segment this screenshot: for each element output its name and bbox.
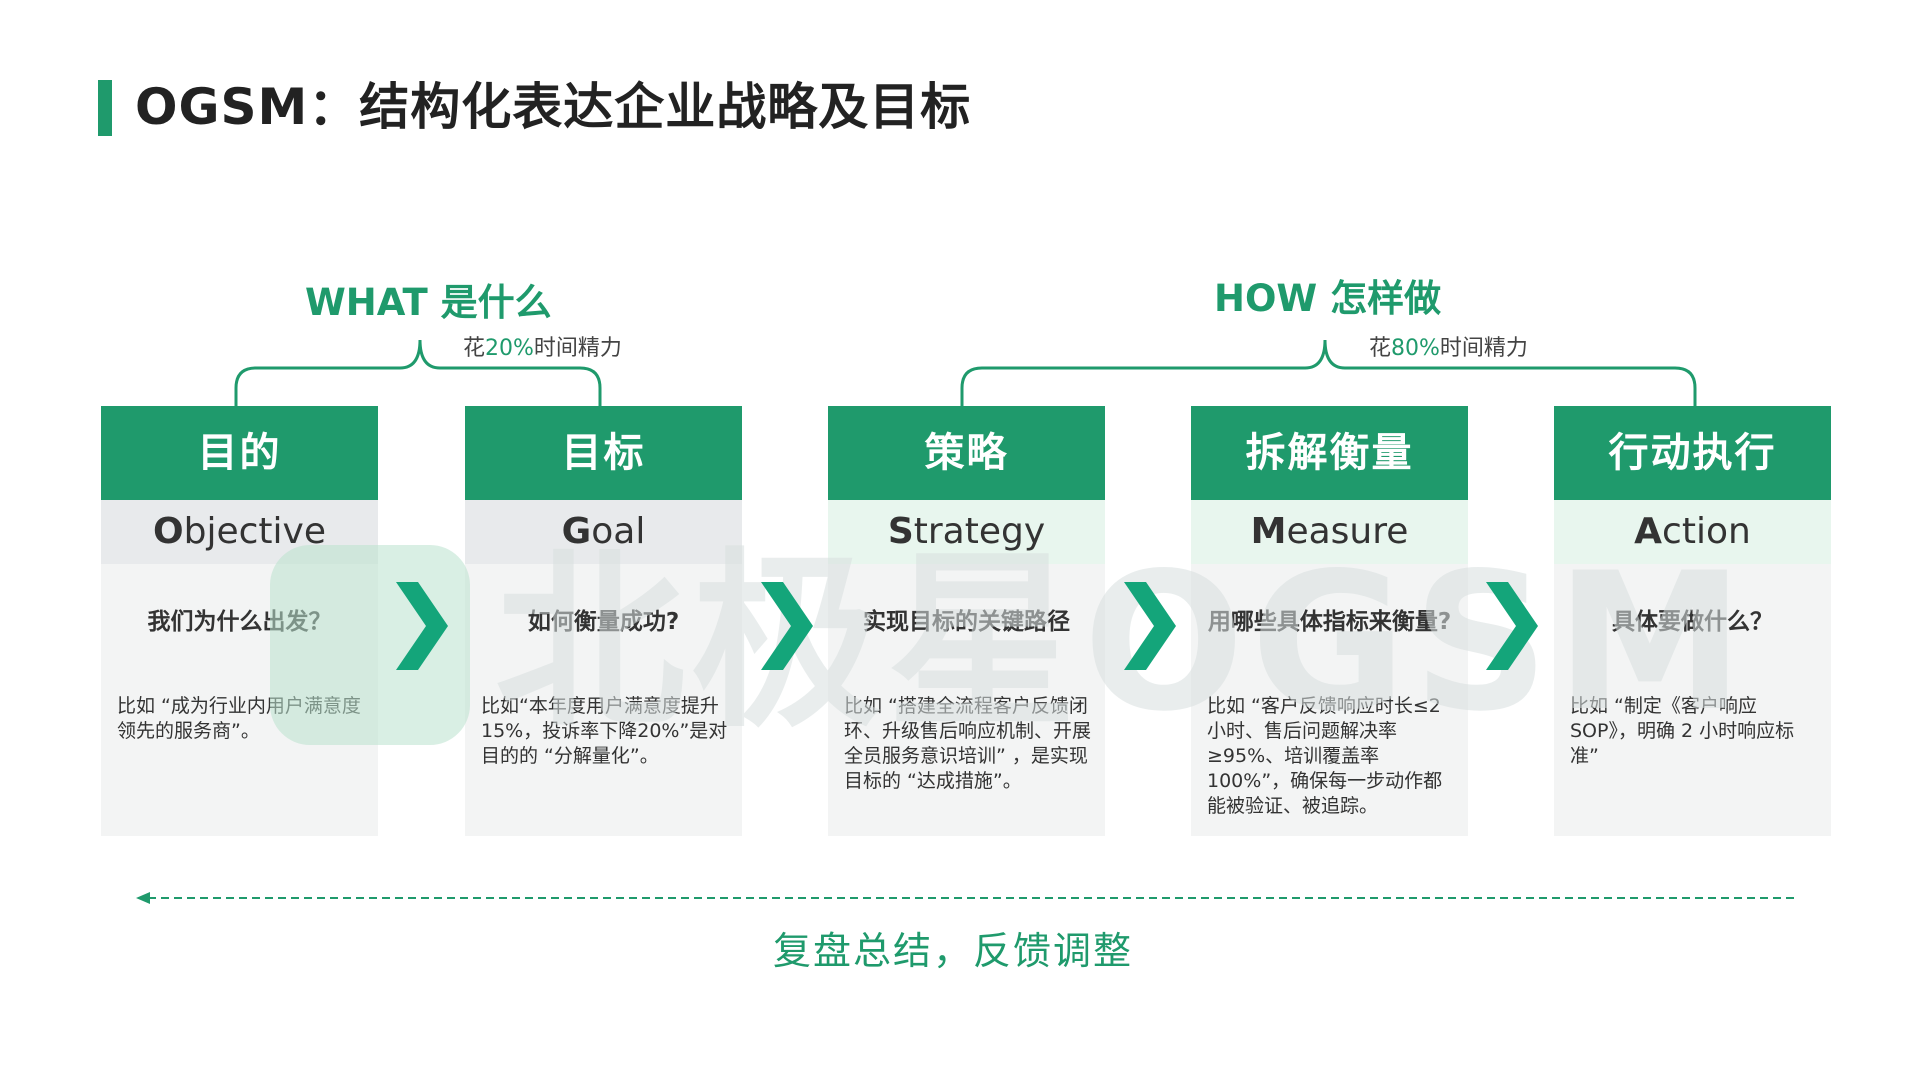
term-initial: O	[153, 511, 184, 552]
feedback-text: 复盘总结，反馈调整	[772, 929, 1133, 973]
card-body: 用哪些具体指标来衡量? 比如 “客户反馈响应时长≤2小时、售后问题解决率≥95%…	[1191, 564, 1468, 836]
term-initial: G	[561, 511, 592, 552]
card-title: 目标	[465, 406, 742, 500]
what-group-label: WHAT 是什么	[305, 281, 552, 324]
term-rest: ction	[1662, 511, 1751, 552]
chevron-right-icon	[1486, 582, 1538, 670]
card-example: 比如 “制定《客户响应SOP》，明确 2 小时响应标准”	[1570, 695, 1795, 767]
card-english-term: Action	[1554, 500, 1831, 564]
card-title: 策略	[828, 406, 1105, 500]
card-question: 用哪些具体指标来衡量?	[1207, 609, 1452, 635]
card-example: 比如 “搭建全流程客户反馈闭环、升级售后响应机制、开展全员服务意识培训” ，是实…	[844, 695, 1092, 792]
card-action: 行动执行 Action 具体要做什么？ 比如 “制定《客户响应SOP》，明确 2…	[1554, 406, 1831, 836]
card-title: 目的	[101, 406, 378, 500]
card-question: 如何衡量成功?	[527, 609, 680, 635]
card-english-term: Measure	[1191, 500, 1468, 564]
chevron-right-icon	[761, 582, 813, 670]
what-bracket	[234, 339, 602, 406]
card-body: 具体要做什么？ 比如 “制定《客户响应SOP》，明确 2 小时响应标准”	[1554, 564, 1831, 836]
card-body: 如何衡量成功? 比如“本年度用户满意度提升15%，投诉率下降20%”是对目的的 …	[465, 564, 742, 836]
how-time-prefix: 花	[1369, 336, 1392, 361]
chevron-right-icon	[396, 582, 448, 670]
card-title: 行动执行	[1554, 406, 1831, 500]
card-title: 拆解衡量	[1191, 406, 1468, 500]
card-strategy: 策略 Strategy 实现目标的关键路径 比如 “搭建全流程客户反馈闭环、升级…	[828, 406, 1105, 836]
card-question: 具体要做什么？	[1612, 609, 1773, 635]
how-bracket	[960, 339, 1697, 406]
term-rest: easure	[1286, 511, 1409, 552]
page-title: OGSM：结构化表达企业战略及目标	[135, 78, 972, 136]
card-example: 比如“本年度用户满意度提升15%，投诉率下降20%”是对目的的 “分解量化”。	[481, 695, 728, 767]
card-english-term: Goal	[465, 500, 742, 564]
term-initial: M	[1250, 511, 1287, 552]
term-rest: trategy	[913, 511, 1046, 552]
title-accent-bar	[98, 80, 112, 136]
how-group-label: HOW 怎样做	[1214, 277, 1442, 320]
what-time-pct: 20%	[485, 336, 534, 361]
what-time-suffix: 时间精力	[533, 336, 622, 361]
how-time-pct: 80%	[1391, 336, 1440, 361]
card-question: 实现目标的关键路径	[863, 609, 1070, 635]
card-body: 实现目标的关键路径 比如 “搭建全流程客户反馈闭环、升级售后响应机制、开展全员服…	[828, 564, 1105, 836]
term-rest: oal	[591, 511, 646, 552]
feedback-label: 复盘总结，反馈调整	[0, 920, 1920, 975]
how-time-suffix: 时间精力	[1439, 336, 1528, 361]
card-english-term: Strategy	[828, 500, 1105, 564]
term-initial: A	[1634, 511, 1663, 552]
chevron-right-icon	[1124, 582, 1176, 670]
term-initial: S	[887, 511, 914, 552]
what-time-note: 花20%时间精力	[463, 330, 622, 362]
what-time-prefix: 花	[463, 336, 486, 361]
card-measure: 拆解衡量 Measure 用哪些具体指标来衡量? 比如 “客户反馈响应时长≤2小…	[1191, 406, 1468, 836]
how-time-note: 花80%时间精力	[1369, 330, 1528, 362]
card-example: 比如 “客户反馈响应时长≤2小时、售后问题解决率≥95%、培训覆盖率100%”，…	[1207, 695, 1443, 817]
card-goal: 目标 Goal 如何衡量成功? 比如“本年度用户满意度提升15%，投诉率下降20…	[465, 406, 742, 836]
